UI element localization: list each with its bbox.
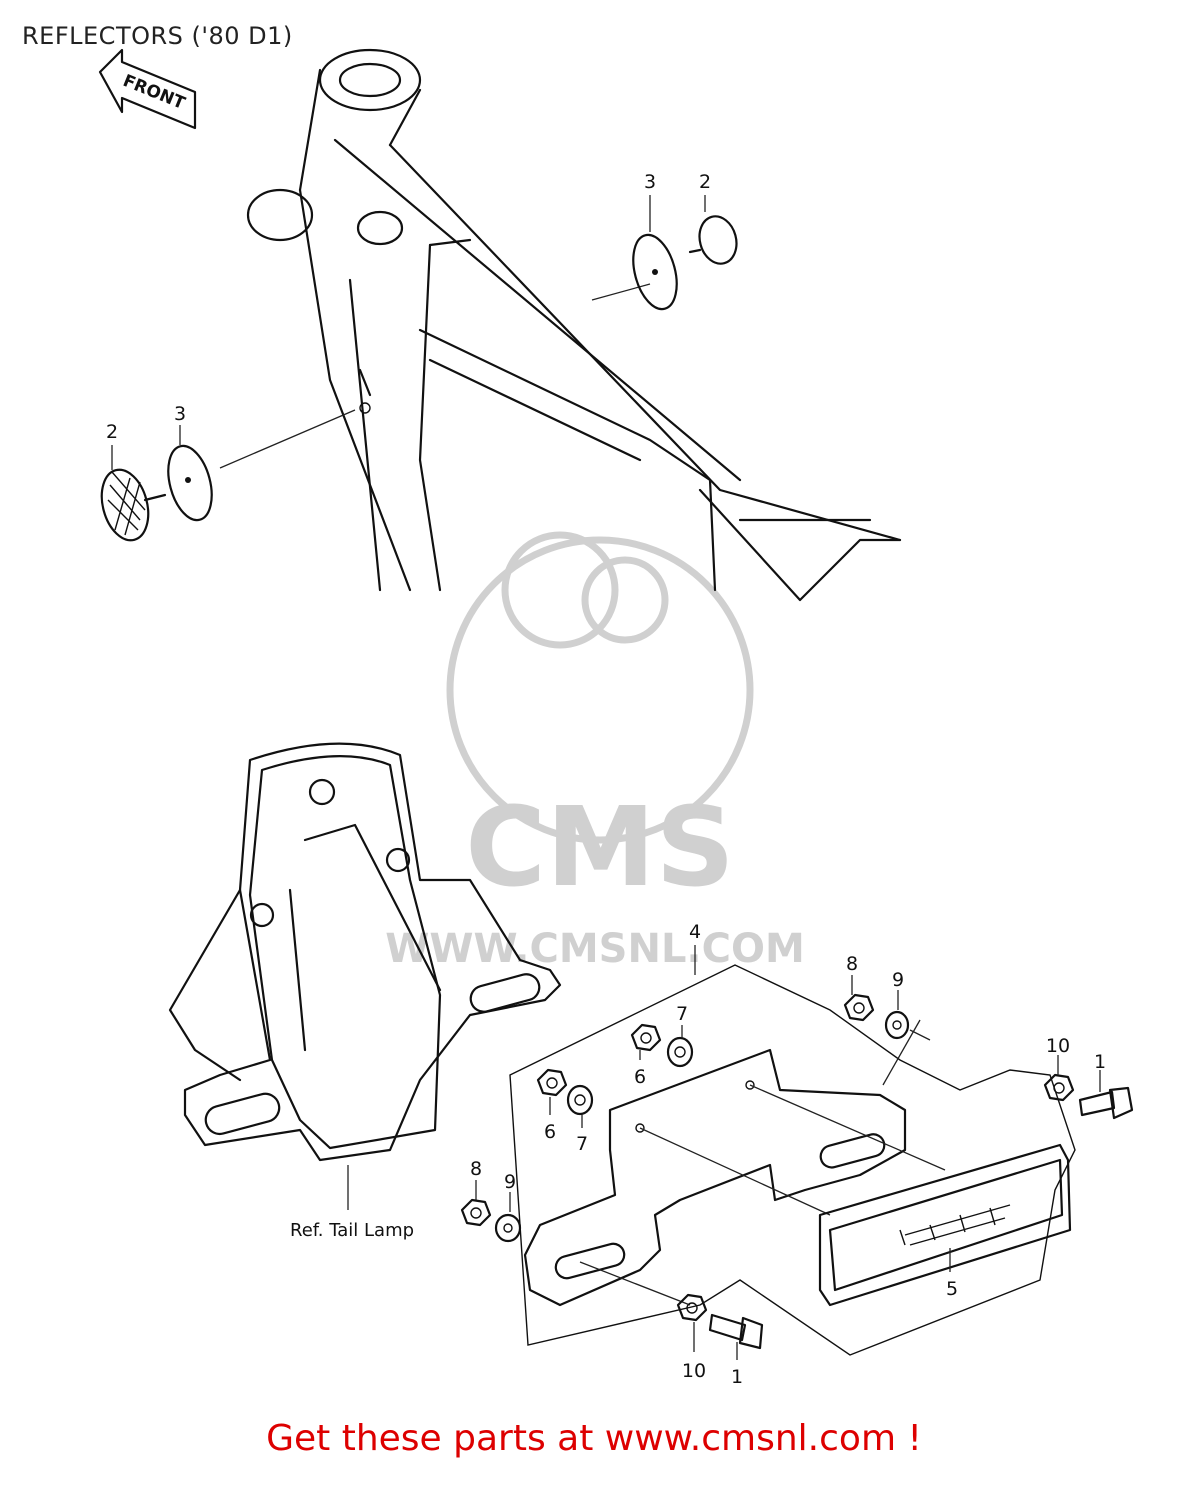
tail-lamp-bracket: Ref. Tail Lamp (168, 742, 562, 1241)
callout-1-bottom: 1 (731, 1366, 743, 1388)
callout-1-right: 1 (1094, 1051, 1106, 1073)
watermark-brand: CMS (465, 783, 734, 911)
callout-6-b: 6 (544, 1121, 556, 1143)
ref-tail-lamp-label: Ref. Tail Lamp (290, 1220, 414, 1241)
cms-watermark: CMS WWW.CMSNL.COM (385, 531, 805, 972)
callout-3-top: 3 (644, 171, 656, 193)
callout-8-right: 8 (846, 953, 858, 975)
callout-3-left: 3 (174, 403, 186, 425)
front-arrow-icon: FRONT (98, 48, 197, 130)
reflector-assembly (509, 945, 1076, 1356)
callout-2-left: 2 (106, 421, 118, 443)
footer-link[interactable]: Get these parts at www.cmsnl.com ! (266, 1418, 922, 1459)
callout-9-right: 9 (892, 969, 904, 991)
page-title: REFLECTORS ('80 D1) (22, 22, 293, 50)
fasteners (460, 975, 1134, 1360)
callout-10-bottom: 10 (682, 1360, 706, 1382)
callout-9-left: 9 (504, 1171, 516, 1193)
front-label: FRONT (120, 71, 188, 114)
side-reflector-top (591, 195, 738, 311)
callout-6-a: 6 (634, 1066, 646, 1088)
side-reflector-left (100, 409, 356, 542)
watermark-mascot-icon (446, 536, 754, 844)
frame-drawing (246, 48, 902, 602)
callout-7-b: 7 (576, 1133, 588, 1155)
callout-7-a: 7 (676, 1003, 688, 1025)
callout-5: 5 (946, 1278, 958, 1300)
callout-10-right: 10 (1046, 1035, 1070, 1057)
callout-2-top: 2 (699, 171, 711, 193)
watermark-url: WWW.CMSNL.COM (385, 926, 805, 972)
callout-labels: 3 2 2 3 4 8 9 7 6 6 7 10 1 8 9 5 10 1 (106, 171, 1106, 1388)
callout-4: 4 (689, 921, 701, 943)
callout-8-left: 8 (470, 1158, 482, 1180)
